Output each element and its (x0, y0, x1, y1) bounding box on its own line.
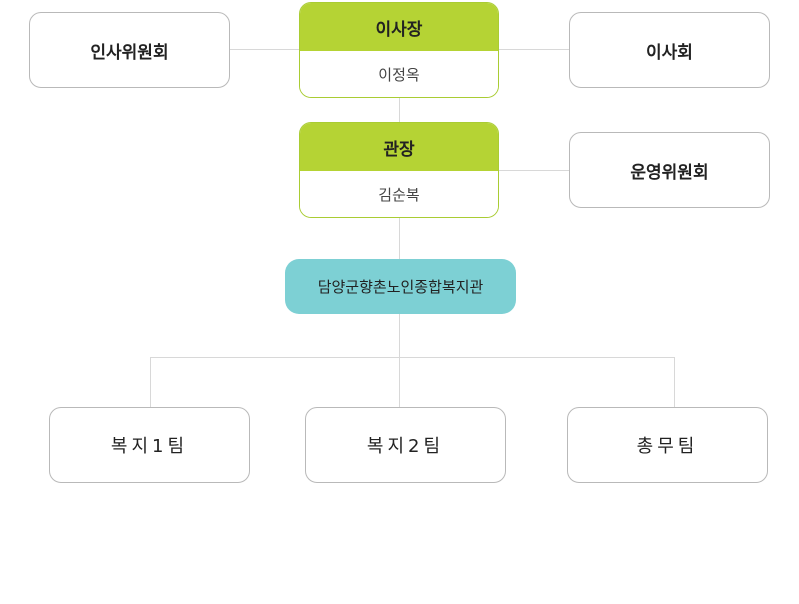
chairman-name: 이정옥 (300, 51, 498, 97)
team-label: 총무팀 (636, 436, 699, 457)
connector-team-1 (150, 357, 151, 408)
team-label: 복지1팀 (110, 436, 189, 457)
operations-committee-label: 운영위원회 (630, 162, 709, 183)
operations-committee-box: 운영위원회 (569, 132, 770, 208)
team-box-2: 복지2팀 (305, 407, 506, 483)
welfare-center-label: 담양군향촌노인종합복지관 (317, 278, 484, 296)
board-label: 이사회 (646, 42, 693, 63)
chairman-box: 이사장 이정옥 (299, 2, 499, 98)
connector-chairman-board (499, 49, 570, 50)
hr-committee-label: 인사위원회 (90, 42, 169, 63)
director-name: 김순복 (300, 171, 498, 217)
team-label: 복지2팀 (366, 436, 445, 457)
director-box: 관장 김순복 (299, 122, 499, 218)
connector-teams-bar (150, 357, 675, 358)
team-box-1: 복지1팀 (49, 407, 250, 483)
connector-center-teams (399, 314, 400, 358)
team-box-3: 총무팀 (567, 407, 768, 483)
connector-team-2 (399, 357, 400, 408)
connector-director-center (399, 217, 400, 260)
connector-director-operations (499, 170, 570, 171)
connector-team-3 (674, 357, 675, 408)
connector-hr-chairman (229, 49, 300, 50)
hr-committee-box: 인사위원회 (29, 12, 230, 88)
connector-chairman-director (399, 97, 400, 123)
board-box: 이사회 (569, 12, 770, 88)
welfare-center-box: 담양군향촌노인종합복지관 (285, 259, 516, 314)
director-title: 관장 (300, 123, 498, 171)
chairman-title: 이사장 (300, 3, 498, 51)
